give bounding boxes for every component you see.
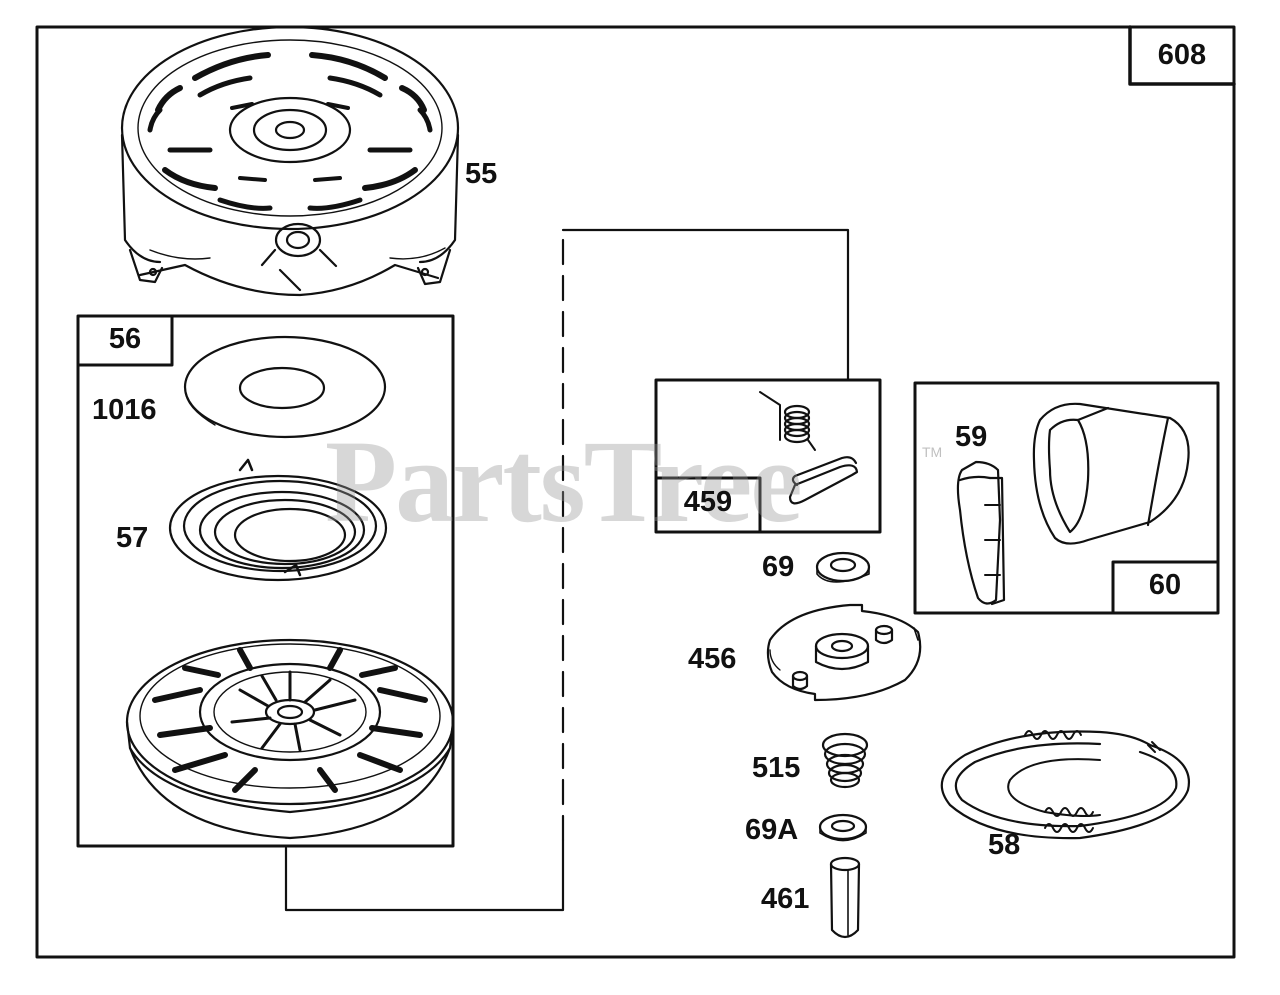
- part-label-handle-grip: 59: [955, 421, 988, 453]
- part-label-washer-69: 69: [762, 551, 795, 583]
- pawl-kit-label-box: [654, 476, 762, 534]
- pawl-drawing: [788, 456, 859, 505]
- retainer-drawing: [766, 603, 922, 702]
- assembly-number-box: [1128, 25, 1236, 86]
- handle-kit-number: 60: [1148, 569, 1182, 601]
- handle-insert-drawing: [956, 460, 1006, 606]
- spring-515-drawing: [821, 732, 869, 789]
- part-label-pin: 461: [761, 883, 810, 915]
- rewind-spring-drawing: [168, 458, 388, 582]
- rewind-assembly-number: 56: [108, 323, 142, 355]
- part-label-washer-1016: 1016: [92, 394, 157, 426]
- rewind-assembly-label-box: [76, 314, 174, 367]
- watermark-trademark: TM: [922, 444, 943, 460]
- part-label-rewind-spring: 57: [116, 522, 149, 554]
- handle-kit-box: [913, 381, 1220, 615]
- outer-frame: [35, 25, 1236, 959]
- rewind-assembly-box: [76, 314, 455, 848]
- pawl-kit-box: [654, 378, 882, 534]
- pawl-kit-number: 459: [683, 486, 733, 518]
- part-label-rope: 58: [988, 829, 1021, 861]
- assembly-number: 608: [1157, 39, 1207, 71]
- pawl-spring-drawing: [759, 391, 816, 451]
- watermark: PartsTree: [325, 416, 803, 547]
- handle-kit-label-box: [1111, 560, 1220, 615]
- part-label-retainer: 456: [688, 643, 737, 675]
- washer-69a-drawing: [818, 813, 868, 842]
- pulley-drawing: [125, 638, 455, 840]
- pin-461-drawing: [829, 856, 861, 939]
- part-label-washer-69a: 69A: [745, 814, 799, 846]
- connector-line-lower: [284, 838, 565, 912]
- housing-drawing: [120, 25, 460, 297]
- washer-69-drawing: [815, 551, 871, 583]
- washer-1016-drawing: [183, 335, 387, 439]
- part-label-housing: 55: [465, 158, 498, 190]
- connector-line-upper: [561, 228, 850, 382]
- handle-drawing: [1032, 402, 1190, 545]
- part-label-spring-515: 515: [752, 752, 801, 784]
- rope-drawing: [940, 730, 1191, 840]
